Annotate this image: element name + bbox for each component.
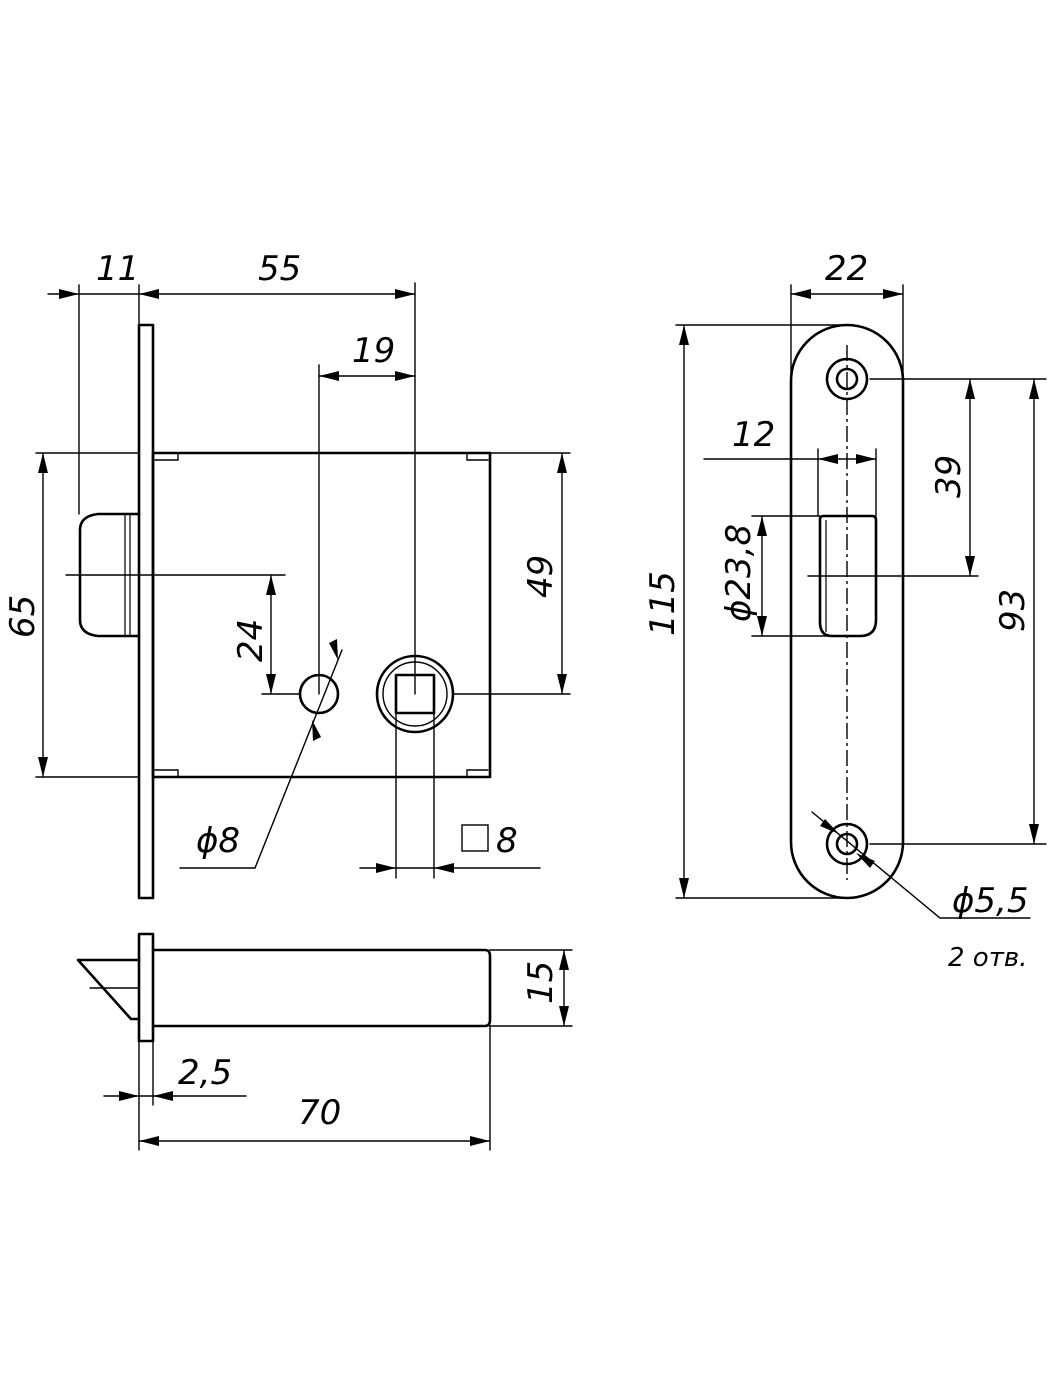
dim-square8: 8	[359, 712, 541, 879]
dim-39: 39	[807, 378, 1047, 577]
upper-screw-hole	[825, 357, 869, 401]
dim-label-24: 24	[231, 619, 271, 662]
dim-49: 49	[452, 452, 571, 695]
dim-label-11: 11	[96, 249, 139, 289]
dim-label-square8: 8	[496, 821, 518, 861]
dim-15: 15	[489, 949, 573, 1027]
dim-label-12: 12	[732, 415, 775, 455]
dim-label-phi23-8: ϕ23,8	[719, 524, 759, 622]
dim-label-55: 55	[258, 249, 301, 289]
dim-label-39: 39	[929, 455, 969, 498]
lower-screw-hole	[825, 822, 869, 866]
side-body	[151, 948, 492, 1028]
dim-label-115: 115	[643, 571, 683, 636]
dim-phi5-5: ϕ5,5 2 отв.	[811, 811, 1031, 973]
lower-screw-hole-inner	[835, 832, 859, 856]
square-symbol	[461, 824, 489, 852]
dim-label-65: 65	[3, 595, 43, 638]
dim-phi8: ϕ8	[179, 639, 343, 869]
dim-phi23-8: ϕ23,8	[719, 515, 833, 637]
lock-body-tab	[154, 452, 489, 778]
dim-label-15: 15	[521, 961, 561, 1004]
dim-19: 19	[318, 331, 416, 381]
dim-115: 115	[643, 324, 848, 899]
dim-label-22: 22	[825, 249, 868, 289]
dim-label-19: 19	[352, 331, 395, 371]
dim-2-5: 2,5	[103, 1040, 247, 1151]
dim-93: 93	[869, 378, 1047, 845]
dim-label-70: 70	[298, 1093, 341, 1133]
lock-faceplate	[137, 323, 155, 900]
dim-label-phi5-5: ϕ5,5	[952, 881, 1029, 921]
dim-top: 11 55	[47, 249, 416, 515]
lock-body	[151, 451, 492, 779]
lock-front-view	[78, 282, 492, 900]
upper-screw-hole-inner	[835, 367, 859, 391]
dim-12: 12	[703, 415, 877, 517]
dim-label-2-5: 2,5	[178, 1053, 232, 1093]
dim-65: 65	[3, 452, 140, 778]
lock-side-view	[76, 932, 492, 1043]
center-line	[318, 282, 416, 695]
dim-24: 24	[65, 574, 301, 695]
side-faceplate	[137, 932, 155, 1043]
side-latch	[76, 958, 141, 1021]
dim-22: 22	[790, 249, 904, 381]
dim-label-93: 93	[993, 589, 1033, 632]
dim-label-phi8: ϕ8	[196, 821, 240, 861]
strike-plate-view	[789, 323, 905, 900]
dim-70: 70	[138, 1025, 491, 1151]
dim-label-49: 49	[521, 555, 561, 598]
latch-opening	[818, 514, 878, 638]
dim-label-2-holes: 2 отв.	[948, 943, 1027, 973]
